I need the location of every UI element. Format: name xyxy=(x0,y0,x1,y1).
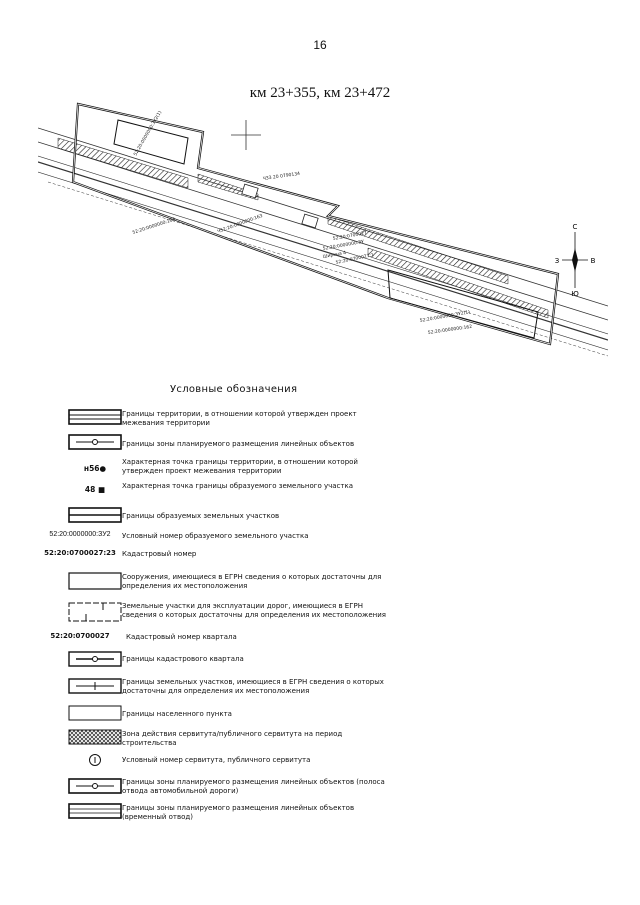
legend-text: Условный номер образуемого земельного уч… xyxy=(122,532,309,540)
legend-text: Границы земельных участков, имеющиеся в … xyxy=(122,678,384,695)
legend-item-territory-point: н56● Характерная точка границы территори… xyxy=(40,456,600,480)
legend-text: Границы зоны планируемого размещения лин… xyxy=(122,778,385,795)
legend-text: Границы зоны планируемого размещения лин… xyxy=(122,440,355,448)
map-compass: С Ю З В xyxy=(555,223,596,298)
page-number: 16 xyxy=(313,38,327,52)
legend-text: Характерная точка границы образуемого зе… xyxy=(122,482,353,490)
legend-heading: Условные обозначения xyxy=(170,384,298,395)
map-label: Ширина 4 xyxy=(322,250,346,260)
legend-item-structures: Сооружения, имеющиеся в ЕГРН сведения о … xyxy=(40,570,600,594)
symbol-right-of-way xyxy=(68,778,122,794)
compass-north: С xyxy=(573,223,578,231)
symbol-circle-line xyxy=(68,434,122,450)
symbol-servitude-number xyxy=(68,752,122,768)
legend-item-servitude-number: Условный номер сервитута, публичного сер… xyxy=(40,752,600,770)
symbol-settlement-boundary xyxy=(68,705,122,721)
legend-text: Характерная точка границы территории, в … xyxy=(122,458,358,475)
map-label: 52:20:0000000:ЗУ xyxy=(322,239,364,252)
legend-text: Кадастровый номер квартала xyxy=(126,633,237,641)
map-label: 52:20:0000000:ЗУ2(1) xyxy=(419,309,470,324)
legend-item-servitude-zone: Зона действия сервитута/публичного серви… xyxy=(40,728,600,748)
map-crosshair xyxy=(231,120,261,150)
legend-text: Границы кадастрового квартала xyxy=(122,655,244,663)
symbol-point-territory: н56● xyxy=(83,464,107,473)
map-label: ЧЗЗ 20 0790134 xyxy=(262,171,300,182)
legend-text: Кадастровый номер xyxy=(122,550,197,558)
symbol-road-plot xyxy=(68,602,122,622)
legend-item-temporary-allotment: Границы зоны планируемого размещения лин… xyxy=(40,802,600,824)
symbol-quarter-number: 52:20:0700027 xyxy=(50,632,110,640)
symbol-structure xyxy=(68,572,122,590)
legend-text: Границы территории, в отношении которой … xyxy=(122,410,357,427)
map-label: Ч52:20:0000000:163 xyxy=(217,213,264,235)
map-label: 52:20:0000000:163 xyxy=(132,216,176,236)
symbol-temporary-allotment xyxy=(68,803,122,819)
page-title: км 23+355, км 23+472 xyxy=(249,85,391,101)
legend-item-plot-point: 48 ■ Характерная точка границы образуемо… xyxy=(40,482,600,502)
legend-item-quarter-number: 52:20:0700027 Кадастровый номер квартала xyxy=(40,632,600,646)
symbol-plot-boundary xyxy=(68,507,122,523)
legend-item-placement-zone: Границы зоны планируемого размещения лин… xyxy=(40,432,600,452)
map-label: 52:20:0000000:162 xyxy=(427,324,472,336)
legend-item-settlement-boundary: Границы населенного пункта xyxy=(40,704,600,724)
road-corridor xyxy=(38,127,608,357)
legend-text: Земельные участки для эксплуатации дорог… xyxy=(122,602,386,619)
legend-text: Зона действия сервитута/публичного серви… xyxy=(122,730,343,747)
legend-item-plot-number: 52:20:0000000:ЗУ2 Условный номер образуе… xyxy=(40,530,600,544)
legend-text: Границы зоны планируемого размещения лин… xyxy=(122,804,355,821)
map-label: 52:20:0700027 xyxy=(332,230,367,242)
compass-east: В xyxy=(591,257,596,265)
symbol-cadastral-number: 52:20:0700027:23 xyxy=(44,549,116,557)
symbol-double-line xyxy=(68,409,122,425)
legend-item-right-of-way: Границы зоны планируемого размещения лин… xyxy=(40,776,600,798)
legend-item-cadastral-number: 52:20:0700027:23 Кадастровый номер xyxy=(40,548,600,562)
legend-item-territory-boundary: Границы территории, в отношении которой … xyxy=(40,406,600,428)
cadastral-map: С Ю З В 52:20:0000000:ЗУ2(1) ЧЗЗ 20 0790… xyxy=(38,102,608,357)
legend-text: Границы образуемых земельных участков xyxy=(122,512,280,520)
symbol-plot-number: 52:20:0000000:ЗУ2 xyxy=(49,531,111,538)
legend-item-road-plots: Земельные участки для эксплуатации дорог… xyxy=(40,600,600,626)
compass-south: Ю xyxy=(571,290,579,298)
symbol-servitude-zone xyxy=(68,729,122,745)
legend-item-quarter-boundary: Границы кадастрового квартала xyxy=(40,650,600,670)
symbol-point-plot: 48 ■ xyxy=(84,485,106,494)
legend-item-land-plot-boundaries: Границы земельных участков, имеющиеся в … xyxy=(40,676,600,700)
legend-text: Условный номер сервитута, публичного сер… xyxy=(122,756,311,764)
symbol-land-plot-boundary xyxy=(68,678,122,694)
legend-item-plot-boundaries: Границы образуемых земельных участков xyxy=(40,506,600,526)
legend-text: Сооружения, имеющиеся в ЕГРН сведения о … xyxy=(122,573,382,590)
legend-text: Границы населенного пункта xyxy=(122,710,232,718)
symbol-quarter-boundary xyxy=(68,651,122,667)
territory-boundary xyxy=(71,102,560,346)
compass-west: З xyxy=(555,257,560,265)
